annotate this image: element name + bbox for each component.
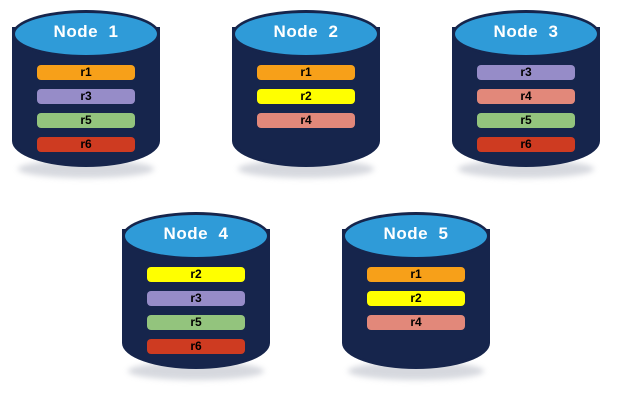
shard-bar-r1[interactable]: r1 (257, 65, 355, 80)
node-2[interactable]: Node 2 r1 r2 r4 (232, 10, 380, 185)
shard-bar-r2[interactable]: r2 (257, 89, 355, 104)
shard-bar-r5[interactable]: r5 (477, 113, 575, 128)
shard-bar-r2[interactable]: r2 (367, 291, 465, 306)
shard-list: r1 r2 r4 (367, 267, 465, 330)
node-4[interactable]: Node 4 r2 r3 r5 r6 (122, 212, 270, 387)
shard-bar-r3[interactable]: r3 (37, 89, 135, 104)
node-label: Node 3 (493, 22, 559, 41)
shard-bar-r6[interactable]: r6 (37, 137, 135, 152)
shard-bar-r4[interactable]: r4 (257, 113, 355, 128)
shard-list: r3 r4 r5 r6 (477, 65, 575, 152)
cylinder-shadow (348, 362, 484, 380)
shard-bar-r6[interactable]: r6 (147, 339, 245, 354)
cylinder-shadow (238, 160, 374, 178)
shard-bar-r1[interactable]: r1 (37, 65, 135, 80)
cylinder-top-ellipse (232, 10, 380, 58)
shard-bar-r1[interactable]: r1 (367, 267, 465, 282)
cylinder-shadow (128, 362, 264, 380)
node-3[interactable]: Node 3 r3 r4 r5 r6 (452, 10, 600, 185)
node-label: Node 5 (383, 224, 449, 243)
shard-bar-r5[interactable]: r5 (147, 315, 245, 330)
cylinder-top-ellipse (12, 10, 160, 58)
node-label: Node 2 (273, 22, 339, 41)
shard-list: r1 r2 r4 (257, 65, 355, 128)
node-5[interactable]: Node 5 r1 r2 r4 (342, 212, 490, 387)
cylinder-shadow (18, 160, 154, 178)
node-label: Node 1 (53, 22, 119, 41)
cylinder-shadow (458, 160, 594, 178)
cylinder-top-ellipse (122, 212, 270, 260)
shard-list: r2 r3 r5 r6 (147, 267, 245, 354)
shard-bar-r4[interactable]: r4 (367, 315, 465, 330)
shard-bar-r4[interactable]: r4 (477, 89, 575, 104)
shard-bar-r3[interactable]: r3 (147, 291, 245, 306)
cylinder-top-ellipse (452, 10, 600, 58)
shard-bar-r3[interactable]: r3 (477, 65, 575, 80)
shard-bar-r6[interactable]: r6 (477, 137, 575, 152)
node-label: Node 4 (163, 224, 229, 243)
shard-bar-r5[interactable]: r5 (37, 113, 135, 128)
shard-bar-r2[interactable]: r2 (147, 267, 245, 282)
shard-list: r1 r3 r5 r6 (37, 65, 135, 152)
cylinder-top-ellipse (342, 212, 490, 260)
node-1[interactable]: Node 1 r1 r3 r5 r6 (12, 10, 160, 185)
